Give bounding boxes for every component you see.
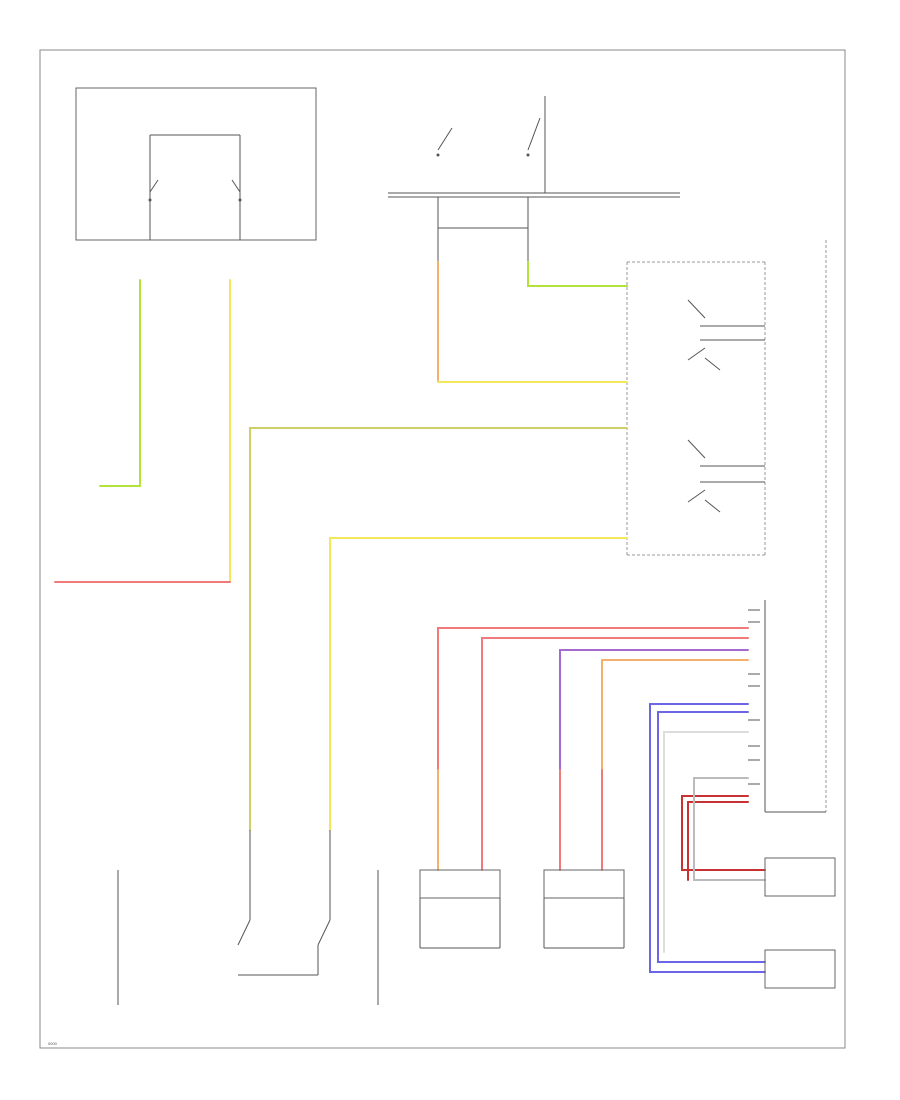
bottom-left-switch [117,830,379,1005]
wire-darkred-outer [681,795,766,871]
wire-red-2 [481,637,749,871]
wire-grey-1 [663,731,749,953]
wire-yellow-long [329,537,628,831]
wire-olive-long [249,427,628,831]
wire-blue-outer [649,703,766,973]
right-switch-module [626,240,827,812]
bottom-pretensioner-connectors [419,869,625,949]
sensor-box-upper [764,857,836,897]
sensor-box-lower [764,949,836,989]
wire-green-top [527,261,628,287]
wire-orange-2 [601,659,749,771]
diagram-frame [39,49,846,1049]
wire-red-1 [437,627,749,771]
footer-code: 0000 [48,1041,58,1046]
wire-purple [559,649,749,771]
wire-blue-inner [657,711,766,963]
connector-pin-column [748,600,826,813]
top-left-module [75,87,317,241]
wire-darkred-inner [687,801,749,881]
wire-green-left [99,279,141,487]
wire-grey-2 [693,777,766,881]
top-center-switch-group [388,96,680,262]
